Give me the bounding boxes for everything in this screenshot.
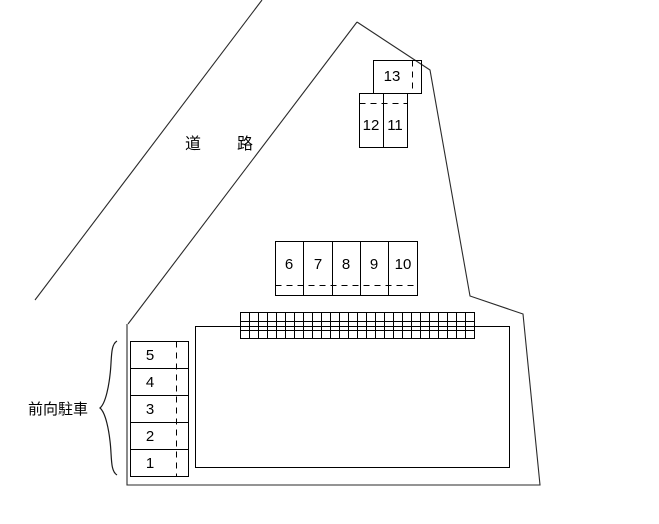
middle-stall-block-outline [275,241,418,296]
left-stall-block-outline [130,341,189,477]
brace-shape [99,340,118,476]
stall-number-6: 6 [285,256,293,273]
stall-number-8: 8 [342,256,350,273]
stall-number-2: 2 [146,428,154,445]
stall-number-1: 1 [146,455,154,472]
left-column-stall-block [130,341,189,477]
property-boundary [126,21,541,486]
front-parking-brace [99,340,118,476]
road-inner-edge-line [127,21,358,325]
property-boundary-path [126,21,541,486]
stall-number-4: 4 [146,374,154,391]
stall-number-10: 10 [395,256,412,273]
stall-number-3: 3 [146,401,154,418]
road-label: 道 路 [185,134,263,153]
building-footprint [195,326,510,468]
stall-number-12: 12 [363,117,380,134]
front-parking-label: 前向駐車 [28,400,88,418]
stall-number-9: 9 [370,256,378,273]
grid-vlines [249,312,466,339]
building-outline [195,326,510,468]
upper-right-stall-block [359,60,422,148]
road-boundary-lines [34,0,358,325]
middle-row-stall-block [275,241,418,296]
road-outer-edge-line [34,0,263,301]
stall-number-11: 11 [387,117,403,134]
stall-number-7: 7 [314,256,322,273]
stall-number-5: 5 [146,347,154,364]
stall-number-13: 13 [384,68,401,85]
grid-hatch-strip [240,312,475,339]
